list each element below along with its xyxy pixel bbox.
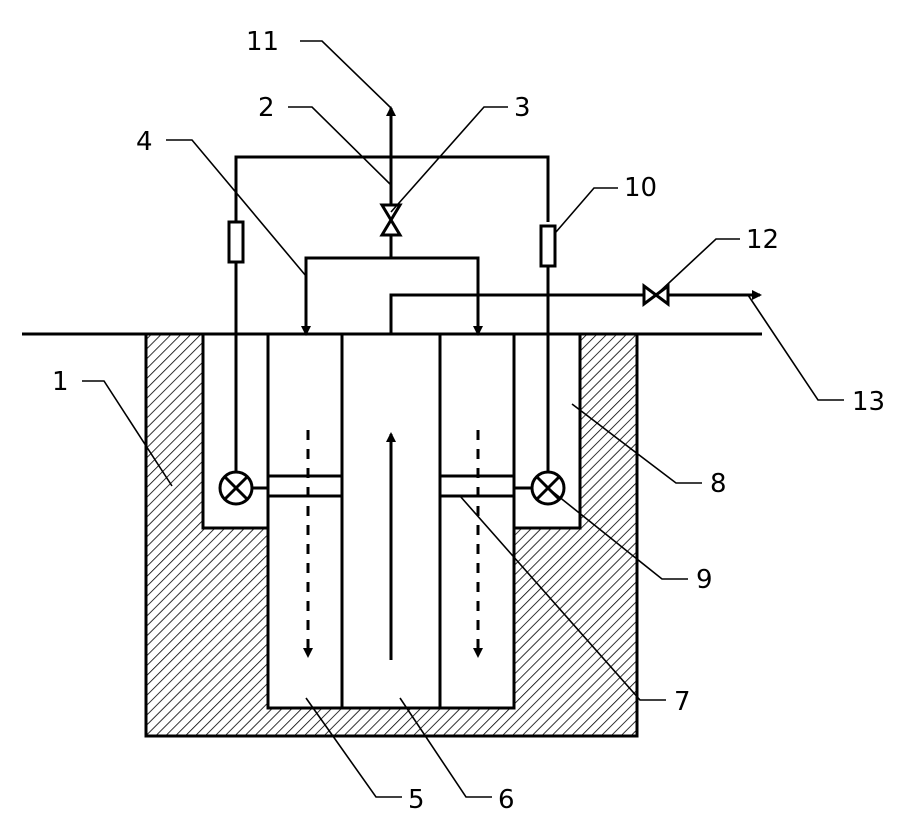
flow-meter-left xyxy=(229,222,243,262)
sensor-band-left xyxy=(268,476,342,496)
circle-valve-left xyxy=(220,472,268,504)
label-1: 1 xyxy=(52,367,69,397)
label-5: 5 xyxy=(408,785,425,815)
label-7: 7 xyxy=(674,687,691,717)
label-8: 8 xyxy=(710,469,727,499)
label-6: 6 xyxy=(498,785,515,815)
label-9: 9 xyxy=(696,565,713,595)
leader-10 xyxy=(556,188,618,232)
leader-11 xyxy=(300,41,391,108)
label-11: 11 xyxy=(246,27,279,57)
label-10: 10 xyxy=(624,173,657,203)
label-4: 4 xyxy=(136,127,153,157)
gate-valve-3 xyxy=(382,157,400,258)
discharge-line xyxy=(391,286,760,334)
flow-meter-right xyxy=(541,226,555,266)
leader-13 xyxy=(748,295,844,400)
leader-3 xyxy=(391,107,508,212)
circle-valve-right xyxy=(514,472,564,504)
label-13: 13 xyxy=(852,387,885,417)
flow-arrows xyxy=(308,430,478,660)
label-3: 3 xyxy=(514,93,531,123)
leader-2 xyxy=(288,107,391,185)
label-2: 2 xyxy=(258,93,275,123)
label-12: 12 xyxy=(746,225,779,255)
